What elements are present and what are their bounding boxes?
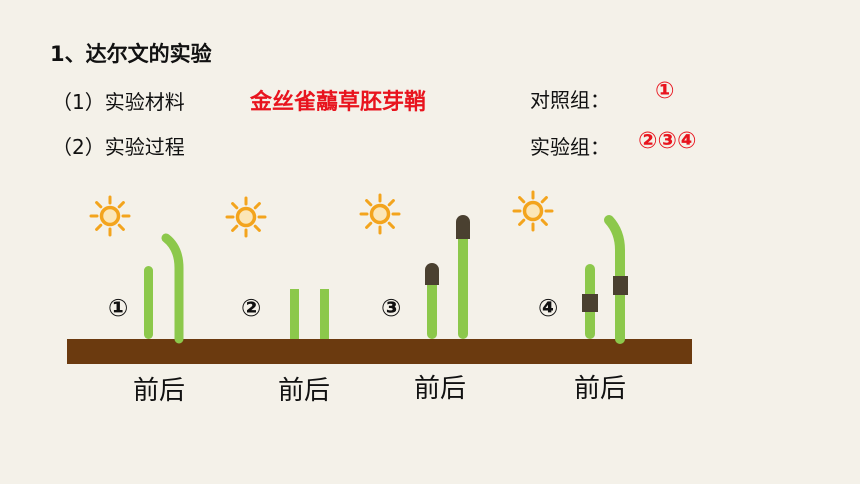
sun-icon xyxy=(359,193,401,235)
opaque-cap xyxy=(456,215,470,239)
coleoptile-after-capped xyxy=(458,222,468,339)
material-name: 金丝雀虉草胚芽鞘 xyxy=(250,90,427,115)
control-group-value: ① xyxy=(655,78,675,104)
opaque-sleeve xyxy=(613,276,628,295)
sun-icon xyxy=(512,190,554,232)
coleoptile-after-bent xyxy=(161,233,184,344)
section-title: 1、达尔文的实验 xyxy=(50,42,212,66)
setup-2-number: ② xyxy=(241,294,262,322)
setup-3-number: ③ xyxy=(381,294,402,322)
sun-icon xyxy=(225,196,267,238)
experiment-group-label: 实验组： xyxy=(530,135,610,159)
experiment-group-value: ②③④ xyxy=(638,128,697,154)
opaque-sleeve xyxy=(582,294,598,312)
soil-bar xyxy=(67,339,692,364)
setup-4-caption: 前后 xyxy=(574,374,627,404)
coleoptile-before-decapitated xyxy=(290,289,299,339)
setup-4-number: ④ xyxy=(538,294,559,322)
step-material-label: （1）实验材料 xyxy=(52,90,185,114)
step-process-label: （2）实验过程 xyxy=(52,135,185,159)
coleoptile-after-base-covered-bent xyxy=(604,215,625,344)
coleoptile-before xyxy=(144,266,153,339)
setup-1-number: ① xyxy=(108,294,129,322)
control-group-label: 对照组： xyxy=(530,88,610,112)
coleoptile-after-decapitated xyxy=(320,289,329,339)
coleoptile-before-capped xyxy=(427,268,437,339)
opaque-cap xyxy=(425,263,439,285)
setup-2-caption: 前后 xyxy=(278,376,331,406)
sun-icon xyxy=(89,195,131,237)
setup-1-caption: 前后 xyxy=(133,376,186,406)
setup-3-caption: 前后 xyxy=(414,374,467,404)
